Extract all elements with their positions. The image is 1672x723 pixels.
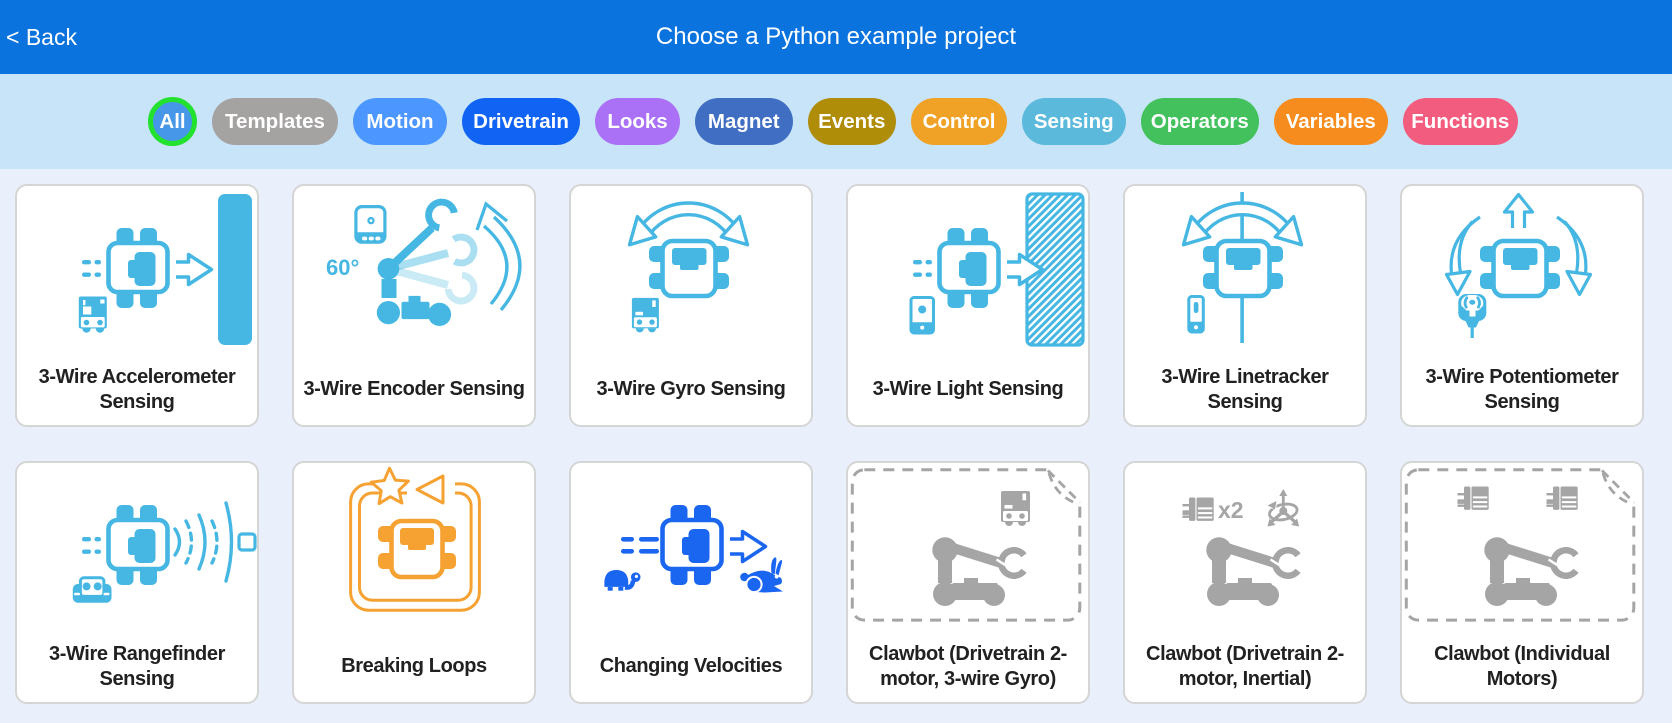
svg-text:60°: 60° bbox=[326, 255, 359, 280]
svg-text:x2: x2 bbox=[1218, 497, 1244, 523]
